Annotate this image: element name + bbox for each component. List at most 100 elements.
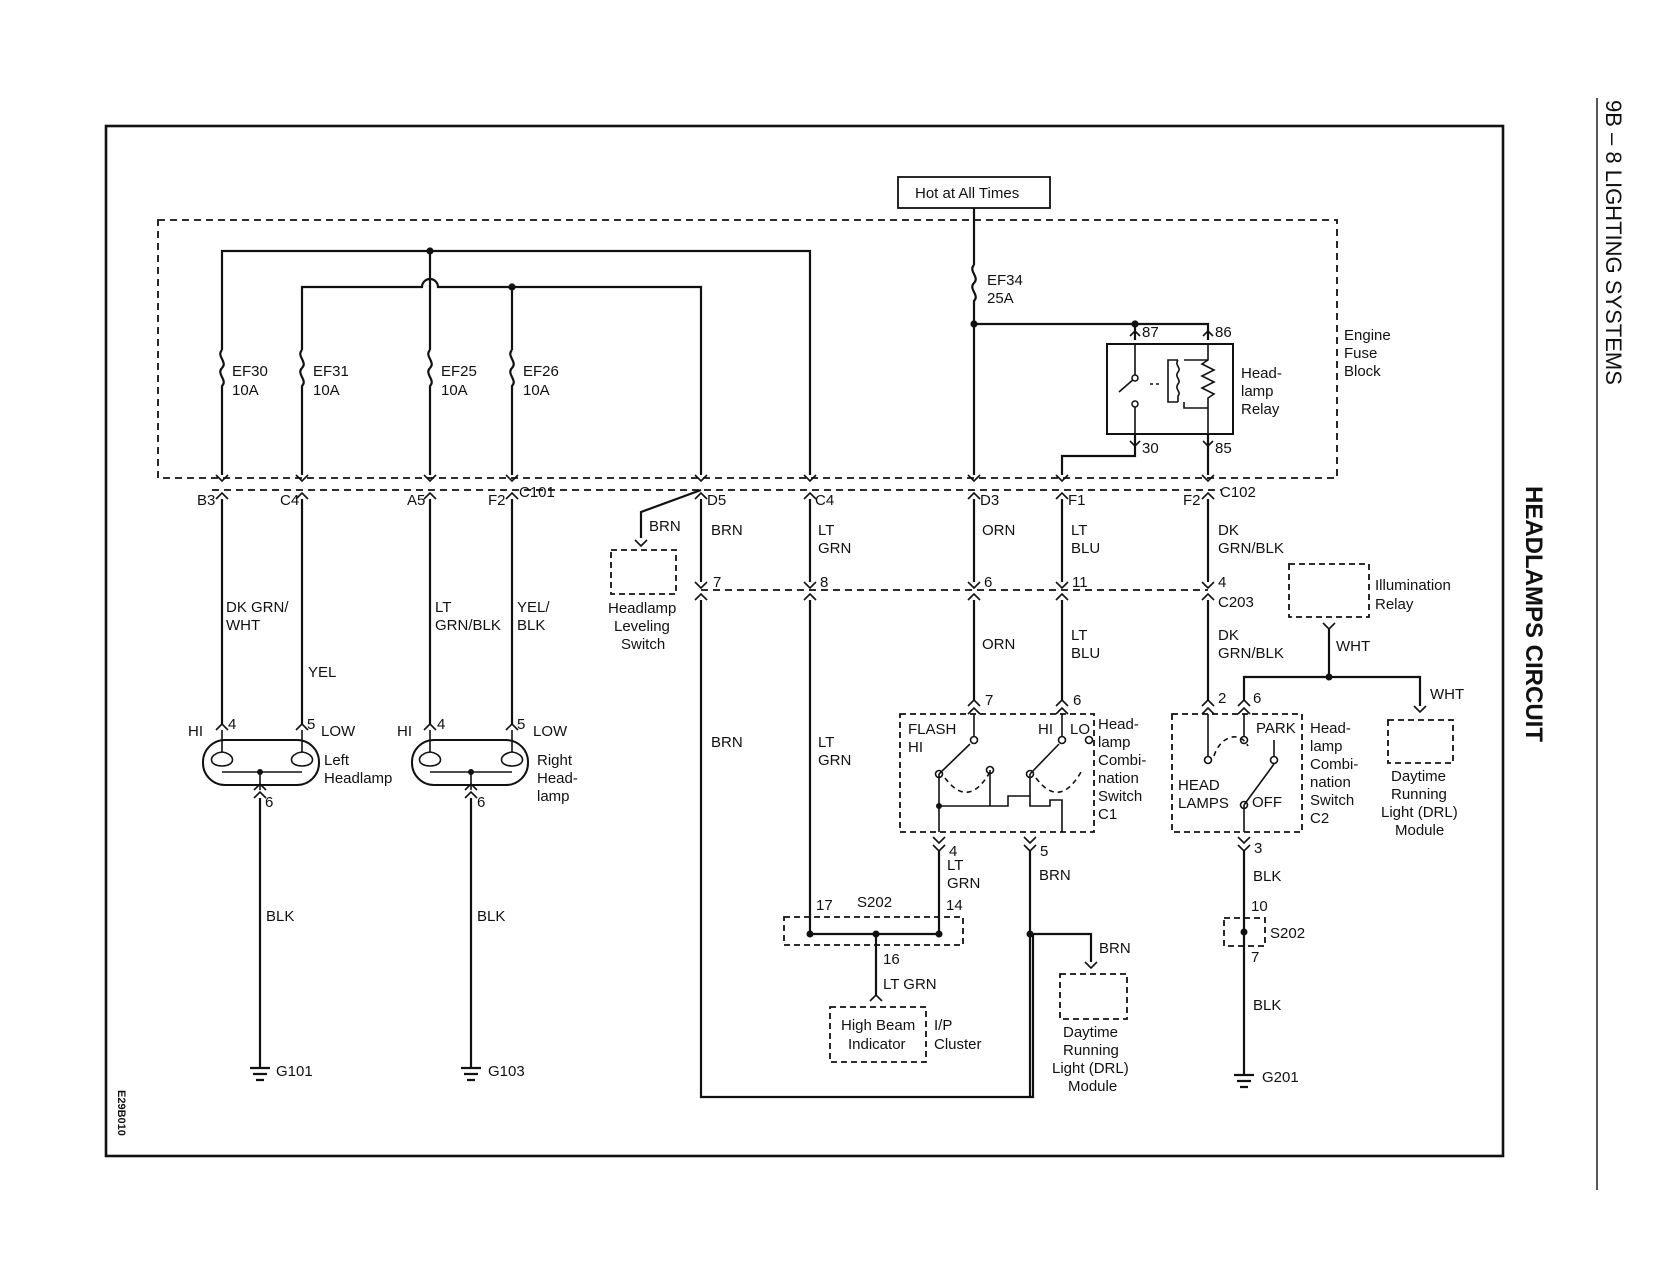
- c101-pin-c4b: C4: [815, 492, 834, 509]
- svg-text:OFF: OFF: [1252, 794, 1282, 811]
- svg-text:Running: Running: [1391, 786, 1447, 803]
- svg-text:HI: HI: [1038, 721, 1053, 738]
- wire-lt-grn-1b: GRN: [818, 540, 851, 557]
- wire-lt-grn-blk-1: LT: [435, 599, 451, 616]
- fuse-ef30: EF30 10A: [219, 349, 268, 475]
- c101-pin-b3: B3: [197, 492, 215, 509]
- svg-text:FLASH: FLASH: [908, 721, 956, 738]
- svg-text:17: 17: [816, 897, 833, 914]
- hot-at-all-times-label: Hot at All Times: [915, 185, 1019, 202]
- ground-g101: G101: [250, 1063, 313, 1082]
- svg-text:85: 85: [1215, 440, 1232, 457]
- engine-fuse-block-outline: [157, 219, 1338, 479]
- c203-pin-11: 11: [1072, 574, 1088, 591]
- c102-pin-f2: F2: [1183, 492, 1201, 509]
- svg-text:10A: 10A: [523, 382, 550, 399]
- wire-lt-grn-blk-2: GRN/BLK: [435, 617, 501, 634]
- svg-text:Head-: Head-: [537, 770, 578, 787]
- svg-text:Head-: Head-: [1310, 720, 1351, 737]
- wire-lt-blu-1a: LT: [1071, 522, 1087, 539]
- svg-text:LAMPS: LAMPS: [1178, 795, 1229, 812]
- c101-name: C101: [519, 484, 555, 501]
- wire-lt-blu-2a: LT: [1071, 627, 1087, 644]
- svg-text:G101: G101: [276, 1063, 313, 1080]
- svg-text:Right: Right: [537, 752, 573, 769]
- svg-text:Illumination: Illumination: [1375, 577, 1451, 594]
- c101-pin-f2: F2: [488, 492, 506, 509]
- right-headlamp: HI 4 5 LOW 6 Right Head- lamp: [397, 716, 578, 811]
- svg-text:LOW: LOW: [533, 723, 568, 740]
- svg-text:3: 3: [1254, 840, 1262, 857]
- ground-g103: G103: [461, 1063, 525, 1082]
- svg-text:Left: Left: [324, 752, 350, 769]
- ground-g201: G201: [1234, 1069, 1299, 1089]
- svg-text:Leveling: Leveling: [614, 618, 670, 635]
- svg-text:lamp: lamp: [1241, 383, 1274, 400]
- diagram-frame: [104, 124, 1505, 1158]
- left-headlamp: HI 4 5 LOW 6 Left Headlamp: [188, 716, 392, 811]
- svg-text:7: 7: [1251, 949, 1259, 966]
- svg-text:Head-: Head-: [1098, 716, 1139, 733]
- drl-module-top: [1387, 719, 1454, 764]
- headlamp-relay: 87 86 30 85 Head- lamp Relay: [1106, 324, 1282, 457]
- high-beam-indicator: High Beam Indicator I/P Cluster: [829, 993, 982, 1063]
- svg-text:Indicator: Indicator: [848, 1036, 906, 1053]
- c102-name: C102: [1220, 484, 1256, 501]
- svg-text:Daytime: Daytime: [1063, 1024, 1118, 1041]
- svg-text:LO: LO: [1070, 721, 1090, 738]
- svg-text:G103: G103: [488, 1063, 525, 1080]
- figure-id: E29B010: [115, 1090, 127, 1136]
- wire-blk-right: BLK: [477, 908, 505, 925]
- svg-text:nation: nation: [1310, 774, 1351, 791]
- svg-text:lamp: lamp: [537, 788, 570, 805]
- svg-text:6: 6: [477, 794, 485, 811]
- wire-blk-c2b: BLK: [1253, 997, 1281, 1014]
- wire-brn-long: BRN: [711, 734, 743, 751]
- wire-yel: YEL: [308, 664, 336, 681]
- svg-text:Headlamp: Headlamp: [324, 770, 392, 787]
- svg-text:Switch: Switch: [621, 636, 665, 653]
- c203-pin-7: 7: [713, 574, 721, 591]
- engine-fuse-block-label-3: Block: [1344, 363, 1381, 380]
- svg-text:10A: 10A: [313, 382, 340, 399]
- svg-text:Light (DRL): Light (DRL): [1381, 804, 1458, 821]
- svg-text:Switch: Switch: [1098, 788, 1142, 805]
- wire-lt-grn-1a: LT: [818, 522, 834, 539]
- svg-text:lamp: lamp: [1310, 738, 1343, 755]
- wire-dk-grn-blk-1b: GRN/BLK: [1218, 540, 1284, 557]
- wire-dk-grn-blk-2a: DK: [1218, 627, 1239, 644]
- section-header: 9B – 8 LIGHTING SYSTEMS: [1601, 100, 1626, 385]
- svg-text:4: 4: [437, 716, 445, 733]
- headlamp-leveling-switch: [610, 549, 677, 595]
- headlamp-combination-switch-c1: 7 6 FLASH HI HI LO 4 5 Head- lamp Combi-…: [899, 692, 1146, 860]
- wire-lt-grn-3b: GRN: [947, 875, 980, 892]
- c101-pin-c4: C4: [280, 492, 299, 509]
- svg-text:Relay: Relay: [1241, 401, 1280, 418]
- svg-text:7: 7: [985, 692, 993, 709]
- wire-brn-d5: BRN: [711, 522, 743, 539]
- c102-pin-d3: D3: [980, 492, 999, 509]
- svg-text:10A: 10A: [441, 382, 468, 399]
- svg-text:10: 10: [1251, 898, 1268, 915]
- c101-pin-d5: D5: [707, 492, 726, 509]
- c203-name: C203: [1218, 594, 1254, 611]
- svg-text:Combi-: Combi-: [1098, 752, 1146, 769]
- svg-text:S202: S202: [857, 894, 892, 911]
- wire-dk-grn-wht-1: DK GRN/: [226, 599, 289, 616]
- svg-text:HEAD: HEAD: [1178, 777, 1220, 794]
- wire-blk-left: BLK: [266, 908, 294, 925]
- wire-brn-drl: BRN: [1099, 940, 1131, 957]
- wire-lt-blu-1b: BLU: [1071, 540, 1100, 557]
- svg-text:5: 5: [517, 716, 525, 733]
- wire-lt-grn-2a: LT: [818, 734, 834, 751]
- svg-text:Running: Running: [1063, 1042, 1119, 1059]
- wire-lt-grn-3a: LT: [947, 857, 963, 874]
- svg-text:S202: S202: [1270, 925, 1305, 942]
- wire-blk-c2a: BLK: [1253, 868, 1281, 885]
- c203-pin-4: 4: [1218, 574, 1226, 591]
- fuse-ef25: EF25 10A: [427, 349, 477, 475]
- svg-text:30: 30: [1142, 440, 1159, 457]
- svg-text:Daytime: Daytime: [1391, 768, 1446, 785]
- svg-text:Relay: Relay: [1375, 596, 1414, 613]
